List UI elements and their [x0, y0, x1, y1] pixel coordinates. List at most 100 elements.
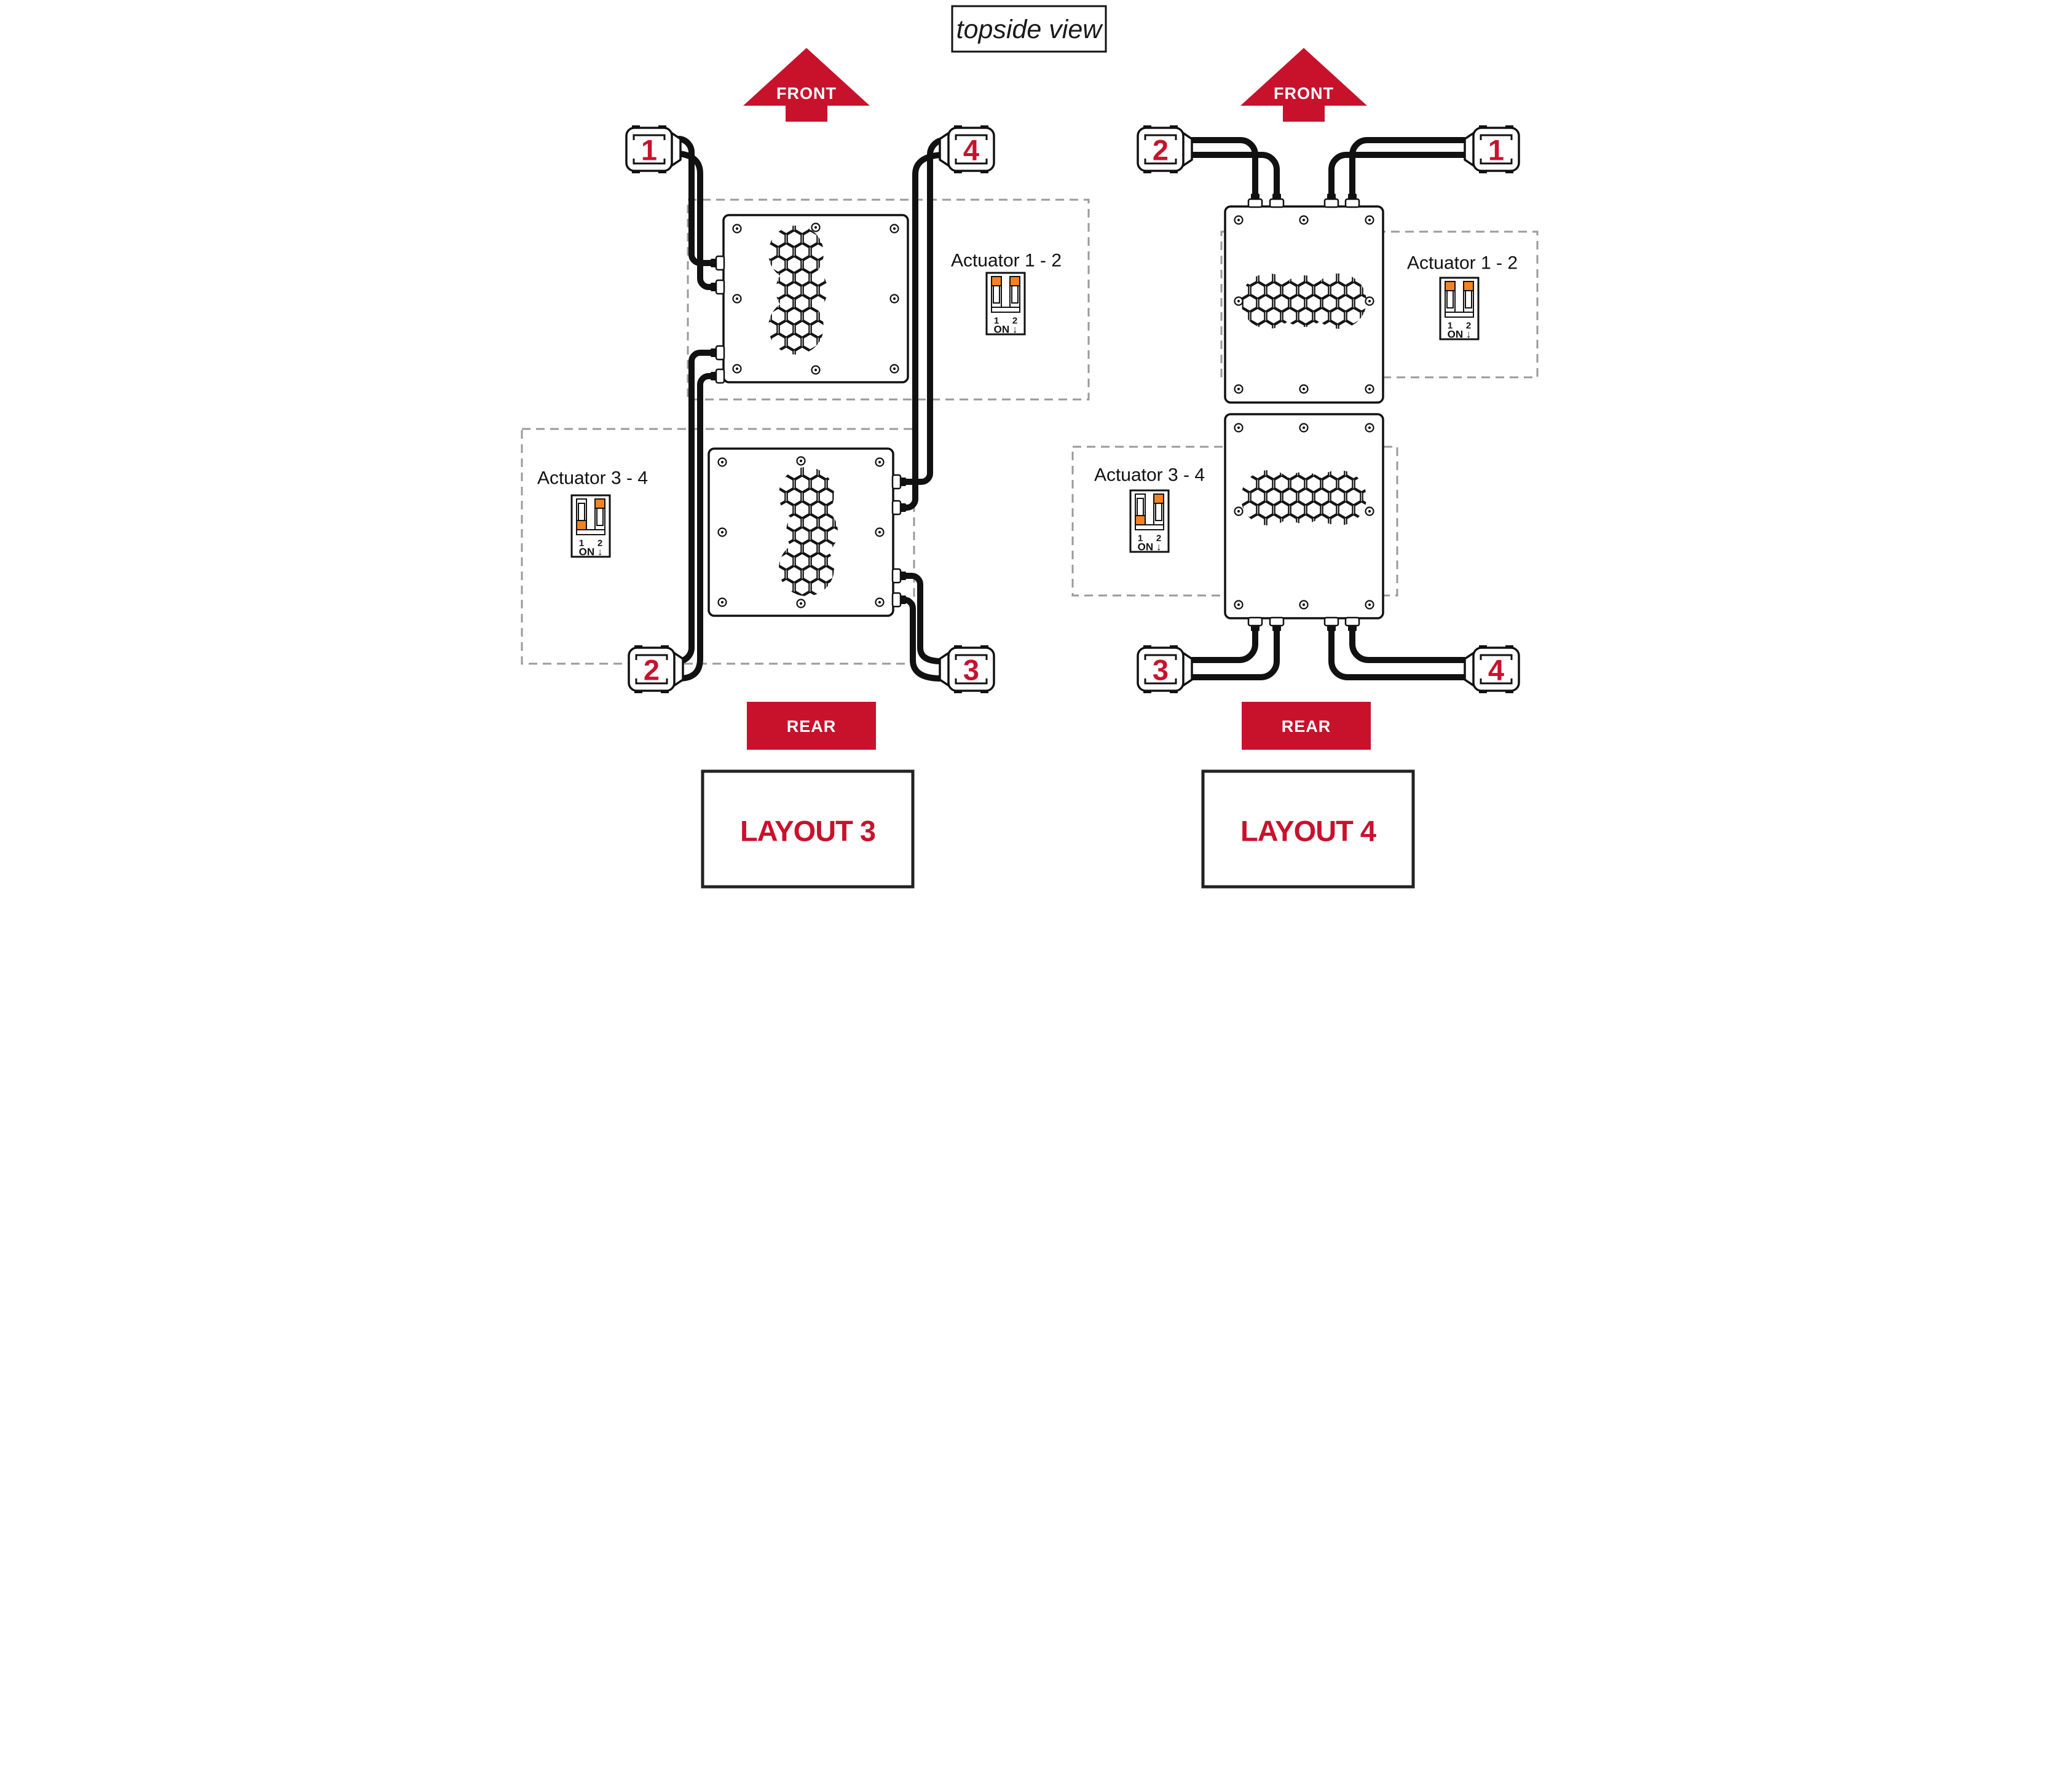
connector-number: 3 [963, 654, 979, 686]
caption-border [701, 769, 915, 889]
screw-icon [875, 527, 885, 537]
screw-icon [1234, 423, 1244, 433]
cable-port [1247, 192, 1263, 208]
dip-pin-label: 1 [579, 538, 584, 549]
control-box-top-right-layout [1224, 205, 1384, 404]
actuator-3-4-label-left: Actuator 3 - 4 [537, 468, 648, 489]
screw-icon [1299, 384, 1309, 394]
dip-pin-label: 1 [1138, 533, 1143, 544]
dip-switch-actuator-1-2-right: 1 2 ON ↓ [1439, 277, 1480, 340]
screw-icon [811, 365, 821, 375]
control-box-bottom-left-layout [708, 447, 894, 617]
screw-icon [796, 456, 806, 466]
screw-icon [717, 597, 727, 607]
dip-pin-label: 2 [597, 538, 602, 549]
dip-switch-1-down [576, 498, 587, 530]
screw-icon [889, 224, 899, 234]
screw-icon [1234, 296, 1244, 306]
screw-icon [1365, 600, 1374, 610]
dip-switch-1-up [991, 276, 1002, 308]
arrow-up-icon [1240, 48, 1367, 122]
cable [676, 373, 719, 682]
connector-number: 1 [1488, 134, 1504, 167]
cable-port [709, 255, 725, 271]
dip-switch-actuator-3-4-right: 1 2 ON ↓ [1129, 489, 1170, 553]
cable [1189, 625, 1280, 680]
rear-label: REAR [787, 717, 837, 736]
actuator-connector-4-right-layout: 4 [1464, 644, 1520, 694]
rear-banner-right: REAR [1242, 702, 1371, 750]
title-border [951, 5, 1107, 53]
actuator-connector-2-left-layout: 2 [628, 644, 684, 694]
actuator-3-4-label-right: Actuator 3 - 4 [1094, 465, 1205, 485]
cable-port [1344, 192, 1360, 208]
vent-honeycomb-icon [779, 467, 838, 596]
front-label: FRONT [776, 84, 837, 103]
vent-honeycomb-icon [1241, 273, 1366, 329]
page-title: topside view [956, 15, 1104, 44]
cable-port [891, 500, 907, 516]
dip-pin-label: 1 [994, 316, 999, 326]
dip-switch-actuator-3-4-left: 1 2 ON ↓ [570, 494, 611, 558]
connector-number: 3 [1153, 654, 1169, 686]
cable-port [891, 474, 907, 490]
control-box-bottom-right-layout [1224, 413, 1384, 619]
front-arrow-right: FRONT [1240, 48, 1367, 122]
cable [1349, 137, 1468, 198]
wiring-diagram: topside view [521, 5, 1539, 889]
cable-port [891, 592, 907, 608]
screw-icon [796, 599, 806, 608]
cable-port [1344, 616, 1360, 632]
diagram-page: topside view [514, 0, 1544, 896]
actuator-connector-3-left-layout: 3 [939, 644, 995, 694]
cable [1189, 137, 1258, 198]
cable-port [891, 568, 907, 584]
cable [897, 152, 945, 511]
layout-4-caption: LAYOUT 4 [1201, 769, 1415, 889]
front-arrow-left: FRONT [743, 48, 870, 122]
connector-number: 2 [1153, 134, 1169, 167]
rear-banner-box [747, 702, 876, 750]
control-box-top-left-layout [722, 214, 909, 383]
connector-number: 4 [1488, 654, 1504, 686]
screw-icon [1299, 215, 1309, 225]
vent-honeycomb-icon [768, 226, 827, 355]
actuator-1-2-label-right: Actuator 1 - 2 [1407, 253, 1518, 273]
connector-number: 1 [641, 134, 657, 167]
cable [676, 350, 719, 664]
actuator-connector-3-right-layout: 3 [1137, 644, 1193, 694]
connector-number: 2 [644, 654, 660, 686]
cable-port [1269, 192, 1285, 208]
cable [900, 597, 944, 682]
layout-name: LAYOUT 4 [1240, 815, 1376, 847]
screw-icon [732, 224, 742, 234]
cable [1189, 625, 1258, 663]
dip-pin-label: 2 [1012, 316, 1017, 326]
cable-port [1269, 616, 1285, 632]
cables [676, 136, 1468, 682]
dip-pin-label: 1 [1448, 321, 1453, 331]
actuator-3-4-group-left [521, 428, 915, 665]
cable [900, 137, 945, 485]
screw-icon [1365, 506, 1374, 516]
screw-icon [732, 294, 742, 304]
actuator-1-2-group-left [687, 198, 1090, 401]
cable [900, 573, 944, 664]
cable [1328, 625, 1468, 680]
dip-on-label: ON ↓ [994, 324, 1018, 336]
screw-icon [889, 364, 899, 374]
screw-icon [1234, 506, 1244, 516]
cable-port [709, 279, 725, 295]
dip-switch-actuator-1-2-left: 1 2 ON ↓ [985, 272, 1026, 336]
screw-icon [732, 364, 742, 374]
cable-port [709, 345, 725, 361]
screw-icon [1365, 384, 1374, 394]
layout-name: LAYOUT 3 [740, 815, 875, 847]
actuator-1-2-label-left: Actuator 1 - 2 [951, 251, 1062, 271]
dip-switch-1-up [1445, 281, 1456, 313]
actuator-connector-2-right-layout: 2 [1137, 124, 1193, 175]
actuator-connector-1-right-layout: 1 [1464, 124, 1520, 175]
arrow-up-icon [743, 48, 870, 122]
screw-icon [875, 597, 885, 607]
screw-icon [875, 457, 885, 467]
